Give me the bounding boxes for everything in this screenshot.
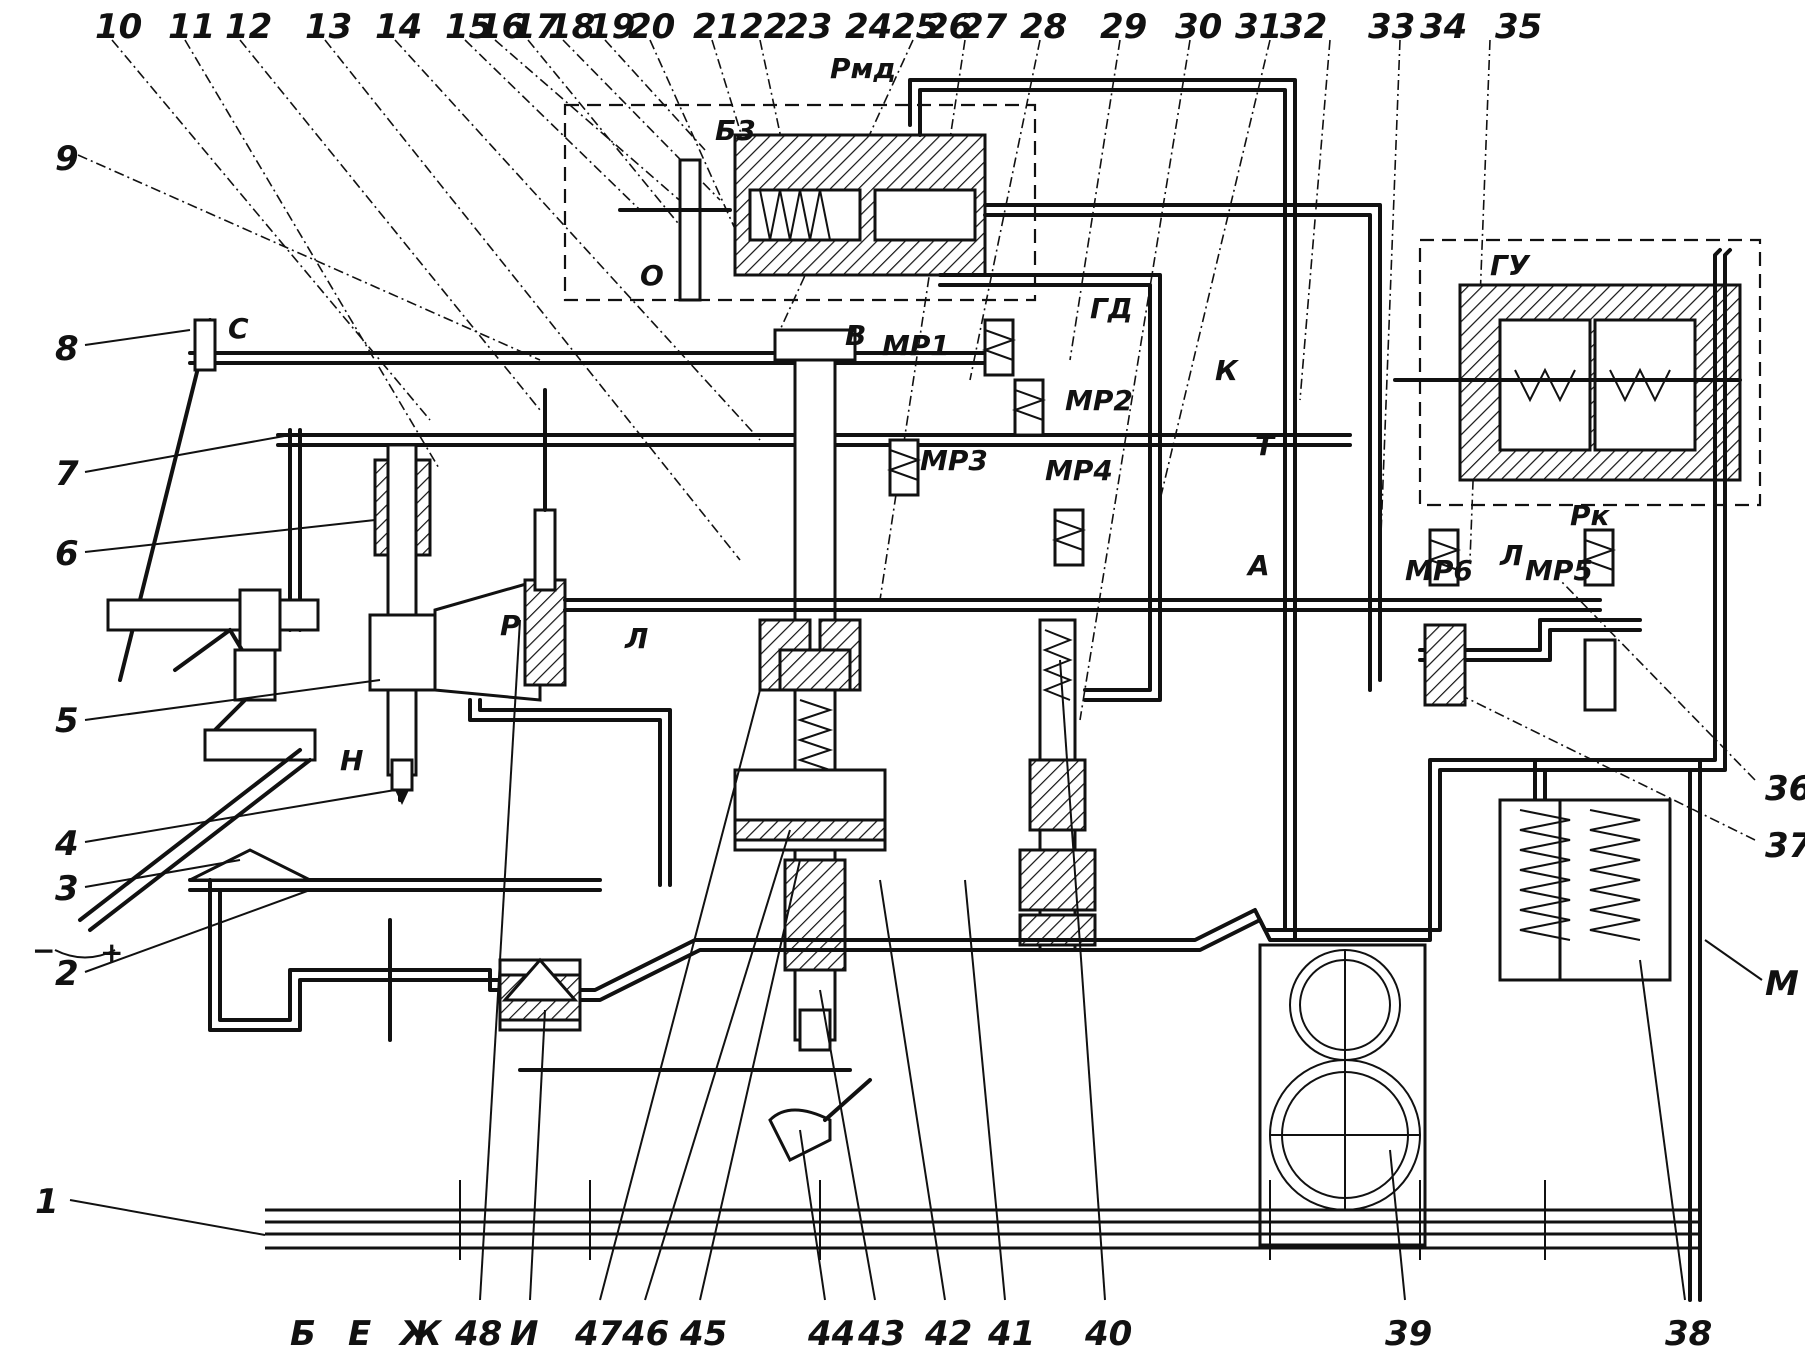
gd-label: ГД — [1090, 292, 1133, 325]
part-number: 43 — [857, 1314, 905, 1354]
mp5-label: МР5 — [1525, 554, 1593, 587]
part-number: 4 — [54, 824, 79, 864]
cam-44 — [388, 918, 872, 1163]
l-label: Л — [624, 622, 648, 655]
part-number: 37 — [1765, 826, 1805, 866]
governor-column — [368, 388, 567, 805]
a-label: А — [1246, 549, 1270, 582]
solenoids — [887, 318, 1617, 712]
part-number: 34 — [1420, 7, 1467, 47]
b3-label: Б3 — [715, 114, 756, 147]
part-number: 47 — [574, 1314, 623, 1354]
r-label: Р — [500, 609, 521, 642]
top-number-labels: 10 11 12 13 14 15 16 17 18 19 20 21 22 2… — [95, 7, 1542, 47]
part-number: 25 — [892, 7, 939, 47]
right-number-labels: 36 37 M — [1704, 769, 1805, 1004]
mp2-label: МР2 — [1065, 384, 1133, 417]
bellows-39 — [1258, 943, 1427, 1247]
minus-label: − — [32, 934, 55, 967]
part-number: 26 — [925, 7, 972, 47]
part-number: 21 — [693, 7, 740, 47]
part-number: 18 — [548, 7, 595, 47]
left-leader-lines — [69, 329, 396, 1236]
left-number-labels: 9 8 7 6 5 4 3 2 1 — [35, 139, 79, 1222]
part-number: 46 — [621, 1314, 669, 1354]
right-servo — [1018, 618, 1097, 952]
part-number: Е — [348, 1314, 371, 1354]
part-number: 17 — [512, 7, 560, 47]
part-number: 40 — [1084, 1314, 1132, 1354]
bottom-leader-lines — [479, 619, 1686, 1301]
water-level — [265, 1180, 1700, 1260]
c-label: С — [228, 312, 249, 345]
b3-unit — [563, 103, 1037, 302]
part-number: 10 — [95, 7, 142, 47]
part-number: 27 — [960, 7, 1008, 47]
part-number: 31 — [1235, 7, 1282, 47]
part-number: Ж — [398, 1314, 443, 1354]
centre-servo — [733, 328, 887, 1052]
part-number: 42 — [924, 1314, 972, 1354]
part-number: 3 — [55, 869, 79, 909]
part-number: 9 — [55, 139, 79, 179]
part-number: Б — [290, 1314, 316, 1354]
component-labels: Б3 Pмд О В МР1 ГД МР2 МР3 МР4 К Т А ГУ P… — [32, 52, 1611, 969]
part-number: 5 — [55, 701, 79, 741]
pmd-label: Pмд — [830, 52, 896, 85]
part-number: 19 — [588, 7, 635, 47]
v-label: В — [845, 319, 866, 352]
part-number: 30 — [1175, 7, 1222, 47]
k-label: К — [1215, 354, 1240, 387]
mp1-label: МР1 — [882, 329, 950, 362]
mp6-label: МР6 — [1405, 554, 1473, 587]
part-number: 33 — [1368, 7, 1415, 47]
part-number: 32 — [1280, 7, 1327, 47]
mp3-label: МР3 — [920, 444, 988, 477]
part-number: 16 — [478, 7, 525, 47]
part-number: 36 — [1765, 769, 1805, 809]
part-number: 39 — [1385, 1314, 1432, 1354]
l-label: Л — [1499, 539, 1523, 572]
n-label: Н — [340, 744, 363, 777]
gu-unit — [1393, 238, 1762, 507]
t-label: Т — [1255, 429, 1276, 462]
part-number: 22 — [740, 7, 787, 47]
part-number: 35 — [1495, 7, 1542, 47]
bottom-number-labels: Б Е Ж 48 И 47 46 45 44 43 42 41 40 39 38 — [290, 1314, 1712, 1354]
part-number: 7 — [55, 454, 79, 494]
o-label: О — [640, 259, 664, 292]
part-number: 14 — [375, 7, 422, 47]
plus-label: + — [100, 936, 123, 969]
gu-label: ГУ — [1490, 249, 1531, 282]
part-number: 38 — [1665, 1314, 1712, 1354]
part-number: 29 — [1100, 7, 1147, 47]
part-number: 1 — [35, 1182, 59, 1222]
part-number: 13 — [305, 7, 352, 47]
part-number: 15 — [445, 7, 492, 47]
part-number: 48 — [454, 1314, 502, 1354]
springs-38 — [1498, 798, 1672, 982]
mp4-label: МР4 — [1045, 454, 1113, 487]
part-number: 12 — [225, 7, 272, 47]
pk-label: Pк — [1570, 499, 1611, 532]
part-number: 28 — [1020, 7, 1067, 47]
part-number: 2 — [55, 954, 79, 994]
part-number: 41 — [987, 1314, 1035, 1354]
part-number: 8 — [55, 329, 79, 369]
part-number: 44 — [807, 1314, 855, 1354]
part-number: 23 — [785, 7, 832, 47]
part-number: И — [510, 1314, 538, 1354]
part-number: 45 — [679, 1314, 727, 1354]
left-linkage — [54, 318, 1352, 959]
part-number: 24 — [845, 7, 892, 47]
part-number: 20 — [628, 7, 675, 47]
part-number: M — [1765, 964, 1799, 1004]
pipes — [208, 78, 1732, 1302]
part-number: 11 — [168, 7, 215, 47]
part-number: 6 — [55, 534, 79, 574]
